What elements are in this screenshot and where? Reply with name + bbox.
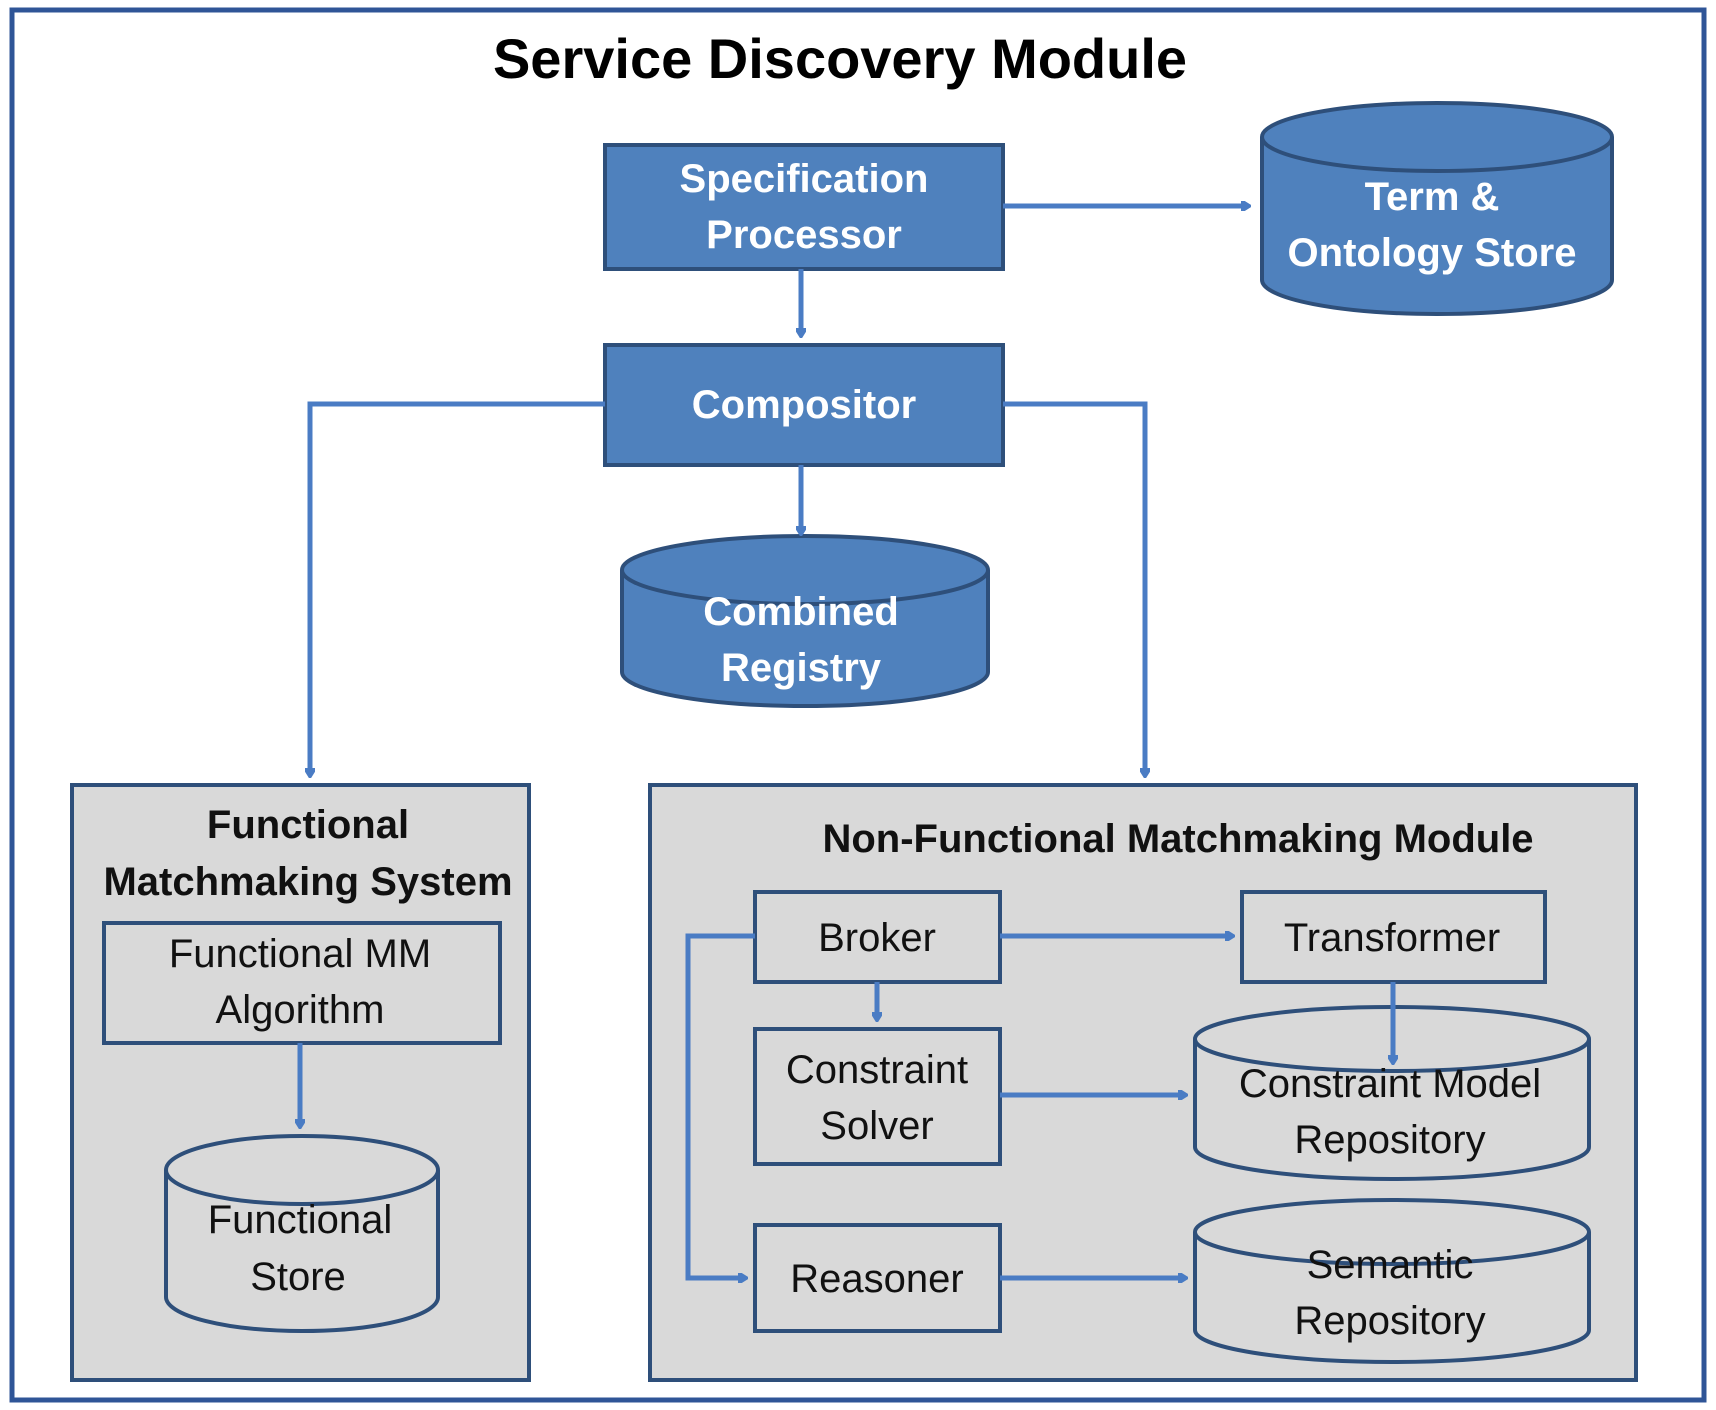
compositor-label: Compositor [692, 383, 916, 427]
functional-store-cylinder: Functional Store [164, 1134, 440, 1333]
constraint-model-repository-cylinder: Constraint Model Repository [1193, 1005, 1591, 1181]
constraint-solver-line1: Constraint [786, 1048, 968, 1092]
constraint-repo-line2: Repository [1294, 1118, 1485, 1162]
nonfunctional-module-title: Non-Functional Matchmaking Module [822, 817, 1533, 861]
functional-store-line1: Functional [208, 1198, 393, 1242]
algorithm-line1: Functional MM [169, 932, 431, 976]
connectors [300, 206, 1393, 1278]
combined-registry-line1: Combined [703, 590, 899, 634]
broker-box: Broker [753, 890, 1002, 984]
term-ontology-store-cylinder: Term & Ontology Store [1260, 101, 1614, 316]
reasoner-box: Reasoner [753, 1223, 1002, 1333]
specification-processor-box: Specification Processor [603, 143, 1005, 271]
constraint-solver-box: Constraint Solver [753, 1027, 1002, 1166]
arrow-compositor-to-nonfunctional [1003, 401, 1145, 775]
broker-label: Broker [818, 916, 936, 960]
functional-mm-algorithm-box: Functional MM Algorithm [102, 921, 502, 1045]
constraint-repo-line1: Constraint Model [1239, 1062, 1541, 1106]
semantic-repository-cylinder: Semantic Repository [1193, 1198, 1591, 1364]
term-store-line1: Term & [1365, 175, 1500, 219]
constraint-solver-line2: Solver [820, 1104, 933, 1148]
diagram-title: Service Discovery Module [493, 27, 1187, 90]
combined-registry-cylinder: Combined Registry [620, 534, 990, 708]
arrow-compositor-to-functional [310, 401, 605, 775]
transformer-box: Transformer [1240, 890, 1547, 984]
spec-processor-line2: Processor [706, 213, 902, 257]
combined-registry-line2: Registry [721, 646, 882, 690]
functional-system-title-line1: Functional [207, 803, 409, 847]
arrow-broker-to-reasoner [685, 933, 755, 1278]
functional-store-line2: Store [250, 1255, 346, 1299]
compositor-box: Compositor [603, 343, 1005, 467]
functional-system-title-line2: Matchmaking System [103, 860, 512, 904]
transformer-label: Transformer [1284, 916, 1500, 960]
spec-processor-line1: Specification [680, 157, 929, 201]
semantic-repo-line2: Repository [1294, 1299, 1485, 1343]
semantic-repo-line1: Semantic [1307, 1243, 1474, 1287]
algorithm-line2: Algorithm [216, 988, 385, 1032]
nonfunctional-matchmaking-module: Non-Functional Matchmaking Module Broker… [648, 783, 1638, 1382]
term-store-line2: Ontology Store [1288, 231, 1577, 275]
reasoner-label: Reasoner [790, 1257, 963, 1301]
